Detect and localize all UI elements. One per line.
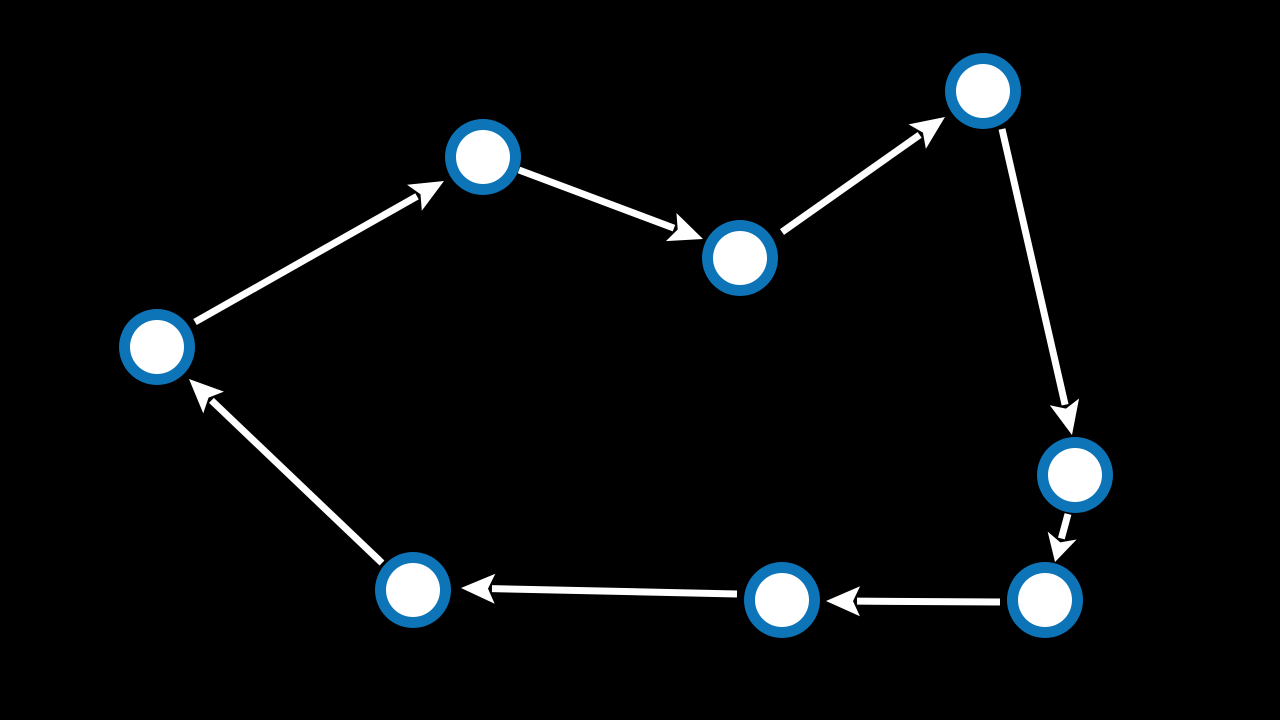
node-top-right-core[interactable] <box>956 64 1010 118</box>
node-left[interactable] <box>119 309 195 385</box>
node-bottom-left[interactable] <box>375 552 451 628</box>
edge-upper-left-to-upper-mid-shaft <box>517 166 676 232</box>
node-upper-mid[interactable] <box>702 220 778 296</box>
node-bottom-mid[interactable] <box>744 562 820 638</box>
edge-upper-left-to-upper-mid <box>517 166 703 242</box>
node-bottom-left-core[interactable] <box>386 563 440 617</box>
edge-right-lower-to-bottom-mid-shaft <box>856 597 1001 606</box>
edge-right-lower-to-bottom-mid-arrowhead-icon <box>826 586 861 617</box>
node-upper-left[interactable] <box>445 119 521 195</box>
edge-right-upper-to-right-lower-shaft <box>1057 513 1072 540</box>
edge-top-right-to-right-upper-arrowhead-icon <box>1049 398 1080 435</box>
edge-left-to-upper-left-shaft <box>193 193 419 326</box>
node-right-upper[interactable] <box>1037 437 1113 513</box>
node-right-lower-core[interactable] <box>1018 573 1072 627</box>
edge-bottom-mid-to-bottom-left-arrowhead-icon <box>461 573 496 604</box>
edge-layer <box>189 117 1080 617</box>
edge-right-upper-to-right-lower <box>1047 513 1077 562</box>
edge-bottom-left-to-left-arrowhead-icon <box>189 379 224 414</box>
edge-bottom-mid-to-bottom-left <box>461 573 738 604</box>
node-left-core[interactable] <box>130 320 184 374</box>
edge-upper-mid-to-top-right-arrowhead-icon <box>908 117 945 149</box>
edge-left-to-upper-left-arrowhead-icon <box>407 181 444 211</box>
edge-upper-mid-to-top-right <box>779 117 945 235</box>
edge-left-to-upper-left <box>193 181 444 326</box>
edge-bottom-left-to-left <box>189 379 385 566</box>
edge-top-right-to-right-upper <box>998 128 1080 435</box>
node-bottom-mid-core[interactable] <box>755 573 809 627</box>
node-right-lower[interactable] <box>1007 562 1083 638</box>
node-top-right[interactable] <box>945 53 1021 129</box>
edge-upper-mid-to-top-right-shaft <box>779 132 922 235</box>
edge-upper-left-to-upper-mid-arrowhead-icon <box>665 213 703 242</box>
node-layer <box>119 53 1113 638</box>
node-right-upper-core[interactable] <box>1048 448 1102 502</box>
edge-bottom-mid-to-bottom-left-shaft <box>491 585 738 598</box>
edge-top-right-to-right-upper-shaft <box>998 128 1069 406</box>
edge-right-lower-to-bottom-mid <box>826 586 1001 617</box>
node-upper-left-core[interactable] <box>456 130 510 184</box>
edge-bottom-left-to-left-shaft <box>209 397 385 566</box>
edge-right-upper-to-right-lower-arrowhead-icon <box>1047 531 1077 562</box>
node-upper-mid-core[interactable] <box>713 231 767 285</box>
